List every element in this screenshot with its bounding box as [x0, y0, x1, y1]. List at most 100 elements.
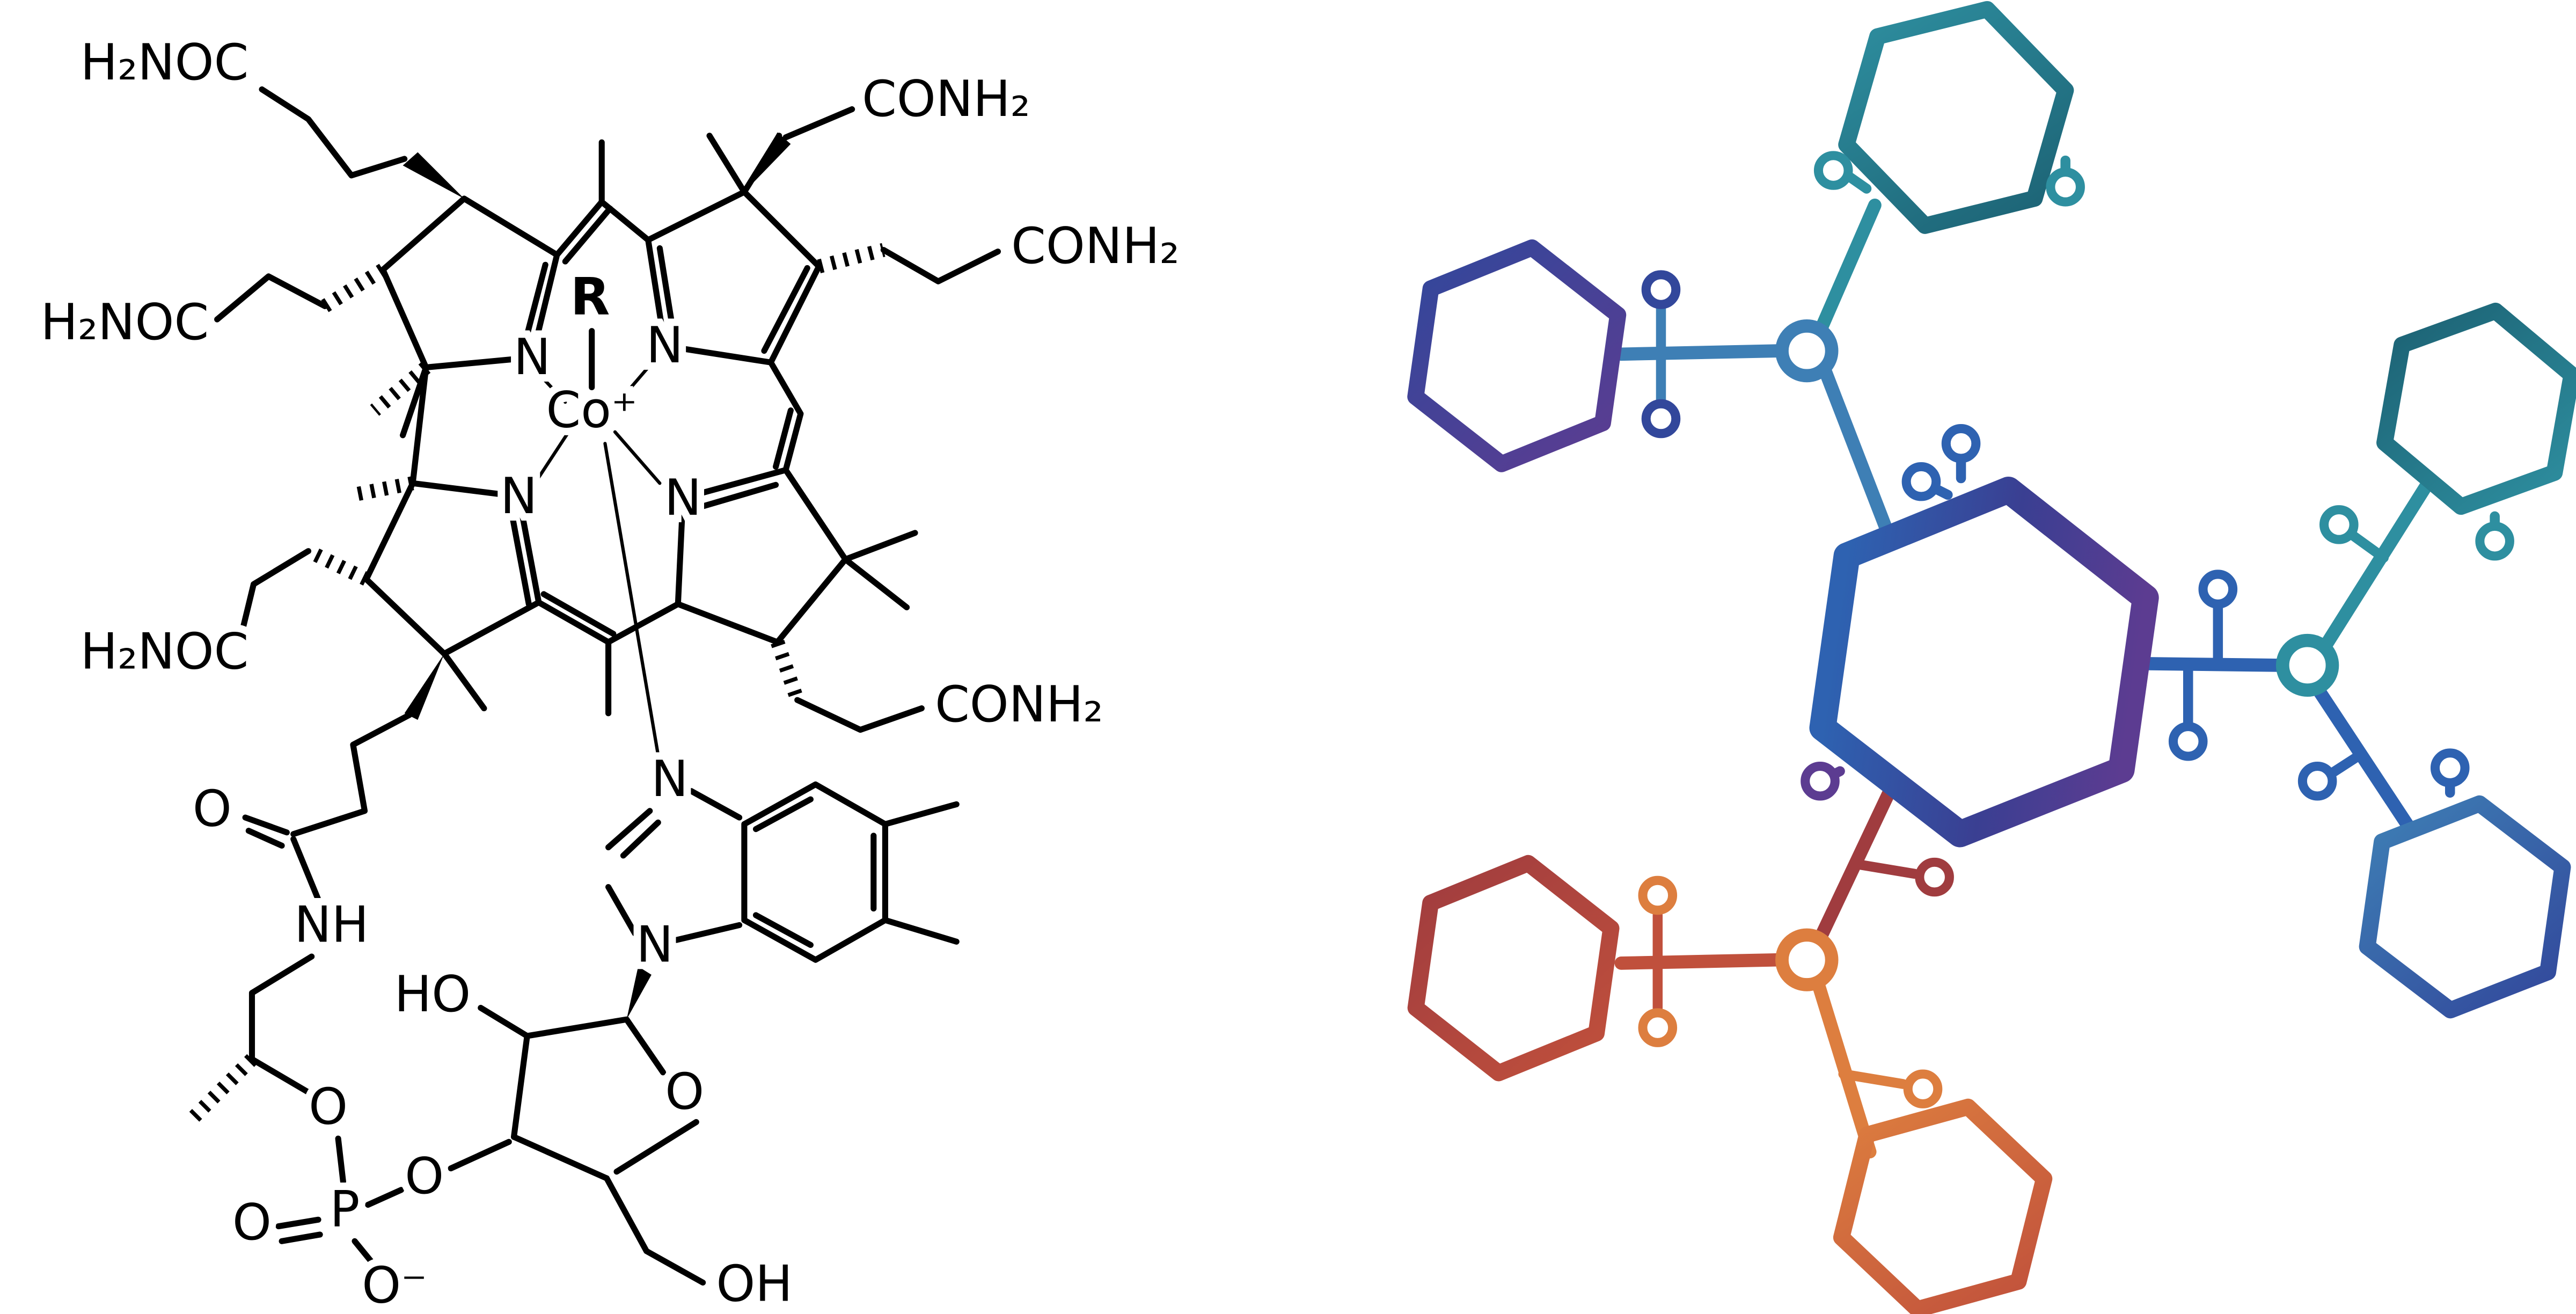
maroon-links: [1813, 784, 1920, 945]
small-circle: [2319, 505, 2359, 544]
corrin-ring-c: [675, 467, 848, 645]
label-amide-lower-right: CONH₂: [935, 675, 1103, 733]
amide-carbonyl: [242, 814, 323, 907]
wedge-bond: [402, 152, 464, 199]
cobalt-nitrogen-bonds: [535, 366, 662, 485]
label-amide-mid-left: H₂NOC: [40, 293, 209, 351]
label-ring-n-ne: N: [646, 316, 683, 374]
benzimidazole-methyls: [882, 801, 960, 945]
small-circle: [1915, 857, 1954, 897]
small-circle: [2198, 570, 2238, 609]
small-circle: [1941, 424, 1981, 463]
hexagon-lower-right-blue: [2359, 795, 2571, 1019]
stub: [1838, 1069, 1908, 1089]
wedge-bond: [404, 653, 444, 720]
network-links: [1614, 155, 2500, 1159]
steel-links: [1614, 303, 1897, 545]
benzimidazole-ring: [605, 781, 888, 963]
wedge-bond: [626, 966, 652, 1020]
phosphate-bonds: [275, 1135, 512, 1271]
hexagon-upper-left-navy: [1407, 239, 1627, 472]
stub: [1850, 859, 1920, 879]
aminopropanol-chain: [248, 953, 315, 1096]
corrin-ring-a: [379, 195, 560, 371]
chain-mid-left: [214, 273, 328, 323]
link-node-a-to-left-hex: [1614, 344, 1785, 361]
junction-node-right: [2275, 633, 2339, 697]
small-circle: [1641, 399, 1681, 439]
small-circle: [1638, 875, 1678, 915]
molecule-bonds: [214, 86, 1001, 1286]
chain-bottom-left: [237, 548, 312, 642]
chain-lower-right: [794, 697, 925, 733]
link-node-c-to-red-hex: [1614, 953, 1785, 970]
molecule-thin-bonds: [535, 366, 662, 766]
junction-node-upper-left: [1775, 319, 1839, 383]
molecule-wedges: [402, 132, 791, 1020]
teal-dots: [1813, 151, 2514, 561]
hexagon-bottom-orange: [1833, 1098, 2053, 1314]
benzimidazole-doubles: [620, 796, 877, 948]
network-dots: [1638, 151, 2514, 1108]
label-benzimidazole-n-bottom: N: [636, 915, 673, 973]
network-nodes: [1775, 319, 2339, 991]
corrin-ring-b: [645, 189, 822, 366]
label-ring-n-nw: N: [514, 328, 551, 386]
link-node-b-to-lower-right-hex: [2310, 682, 2417, 836]
label-benzimidazole-n-top: N: [651, 750, 688, 808]
label-amide-bottom-left: H₂NOC: [80, 623, 249, 681]
hexagon-left-red: [1407, 855, 1620, 1082]
hexagon-network: [1407, 1, 2576, 1314]
junction-node-lower-left: [1775, 928, 1839, 991]
small-circle: [1641, 270, 1681, 309]
label-amide-upper-right: CONH₂: [1011, 217, 1180, 275]
stub: [1845, 172, 1872, 194]
label-phosphoester-o: O: [309, 1078, 348, 1136]
label-carbonyl-o: O: [193, 780, 232, 838]
label-r-group: R: [570, 267, 610, 327]
chain-top-right: [782, 106, 855, 141]
blue-dots: [1901, 424, 2470, 801]
small-circle: [2430, 748, 2470, 787]
hexagon-right-dark-teal: [2376, 302, 2576, 515]
label-phosphorus: P: [330, 1180, 360, 1238]
purple-dots: [1801, 762, 1840, 801]
maroon-dots: [1915, 857, 1954, 897]
network-hexagons: [1407, 1, 2576, 1314]
stub: [2327, 749, 2366, 778]
small-circle: [2046, 167, 2085, 207]
axial-cobalt-bond: [603, 442, 662, 766]
label-phosphate-o-bridge: O: [405, 1147, 444, 1205]
link-top-hex-to-node-a: [1813, 198, 1882, 338]
label-amide-top-left: H₂NOC: [80, 33, 249, 91]
b12-molecule: H₂NOC H₂NOC H₂NOC CONH₂ CONH₂ CONH₂ R Co…: [33, 26, 1187, 1314]
ribose-ring: [510, 1016, 699, 1181]
label-cobalt: Co⁺: [546, 381, 638, 439]
small-circle: [1638, 1008, 1678, 1047]
double-bond-lines: [506, 205, 810, 637]
small-circle: [2475, 521, 2514, 561]
link-node-a-to-center-hex: [1818, 364, 1897, 545]
label-hydroxyl-ho: HO: [394, 965, 471, 1023]
hexagon-top-teal: [1838, 1, 2074, 234]
corrin-ring-d: [363, 480, 542, 657]
small-circle: [1903, 1069, 1943, 1108]
small-circle: [2168, 722, 2208, 761]
link-node-c-to-bottom-hex: [1812, 978, 1877, 1159]
stub: [2348, 531, 2389, 563]
label-amide-nh: NH: [294, 895, 369, 953]
ribose-substituents: [478, 1005, 706, 1286]
label-ring-n-se: N: [664, 469, 701, 527]
label-amide-top-right: CONH₂: [862, 70, 1030, 128]
wedge-bond: [744, 132, 791, 192]
nucleotide-chain: [290, 712, 413, 837]
small-circle: [1901, 462, 1941, 501]
chain-upper-right: [880, 247, 1001, 284]
label-phosphate-o-double: O: [232, 1193, 272, 1251]
label-ribose-ring-o: O: [665, 1063, 704, 1121]
label-phosphate-o-minus: O⁻: [362, 1256, 427, 1314]
small-circle: [1813, 151, 1853, 190]
orange-links: [1812, 978, 1908, 1159]
